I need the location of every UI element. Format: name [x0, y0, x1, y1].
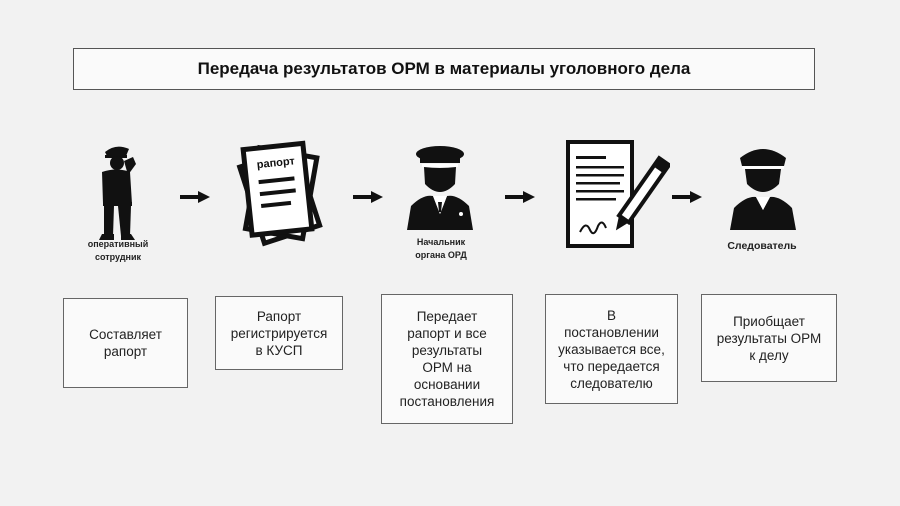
officer-chief-icon — [403, 140, 477, 232]
step-1-caption: оперативный сотрудник — [87, 239, 149, 262]
arrow-right-icon — [353, 190, 383, 208]
step-1-description: Составляет рапорт — [63, 298, 188, 388]
report-doc-label: рапорт — [256, 155, 296, 171]
step-4-description: В постановлении указывается все, что пер… — [545, 294, 678, 404]
arrow-right-icon — [180, 190, 210, 208]
signed-document-icon — [560, 136, 670, 252]
saluting-officer-icon — [88, 142, 148, 242]
step-5-description: Приобщает результаты ОРМ к делу — [701, 294, 837, 382]
diagram-title-box: Передача результатов ОРМ в материалы уго… — [73, 48, 815, 90]
report-document-icon: рапорт — [230, 134, 330, 254]
arrow-right-icon — [505, 190, 535, 208]
arrow-right-icon — [672, 190, 702, 208]
step-5-caption: Следователь — [727, 240, 797, 252]
step-3-description: Передает рапорт и все результаты ОРМ на … — [381, 294, 513, 424]
diagram-title: Передача результатов ОРМ в материалы уго… — [197, 59, 691, 78]
step-2-description: Рапорт регистрируется в КУСП — [215, 296, 343, 370]
investigator-icon — [728, 142, 798, 232]
step-3-caption: Начальник органа ОРД — [415, 237, 467, 260]
